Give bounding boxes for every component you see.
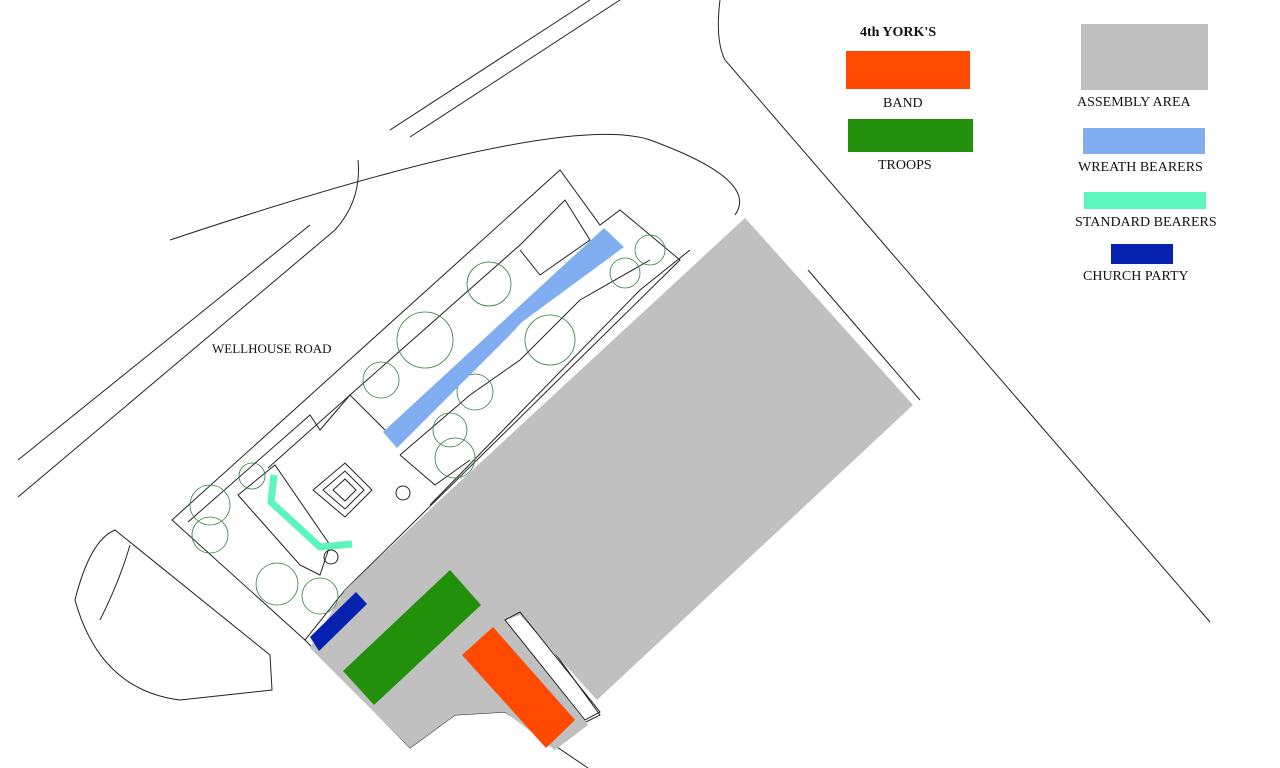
- road-outlines: [17, 0, 1211, 701]
- band-label: BAND: [883, 96, 923, 111]
- legend-group-title: 4th YORK'S: [860, 25, 937, 40]
- troops-label: TROOPS: [878, 158, 932, 173]
- church-party-label: CHURCH PARTY: [1083, 269, 1189, 284]
- church-party-swatch: [1111, 244, 1173, 264]
- standard-bearers-label: STANDARD BEARERS: [1075, 215, 1217, 230]
- wreath-bearers-swatch: [1083, 128, 1205, 154]
- assembly-area-label: ASSEMBLY AREA: [1077, 95, 1191, 110]
- troops-position: [343, 570, 481, 705]
- band-swatch: [846, 51, 970, 89]
- troops-swatch: [848, 119, 973, 152]
- band-position: [462, 627, 575, 748]
- church-party-position: [310, 592, 367, 651]
- road-label: WELLHOUSE ROAD: [212, 341, 332, 356]
- assembly-area-swatch: [1081, 24, 1208, 90]
- wreath-bearers-label: WREATH BEARERS: [1078, 160, 1203, 175]
- trees: [189, 234, 666, 615]
- standard-bearers-swatch: [1084, 192, 1206, 209]
- wreath-bearers-position: [383, 228, 624, 448]
- standard-bearers-path: [267, 474, 353, 551]
